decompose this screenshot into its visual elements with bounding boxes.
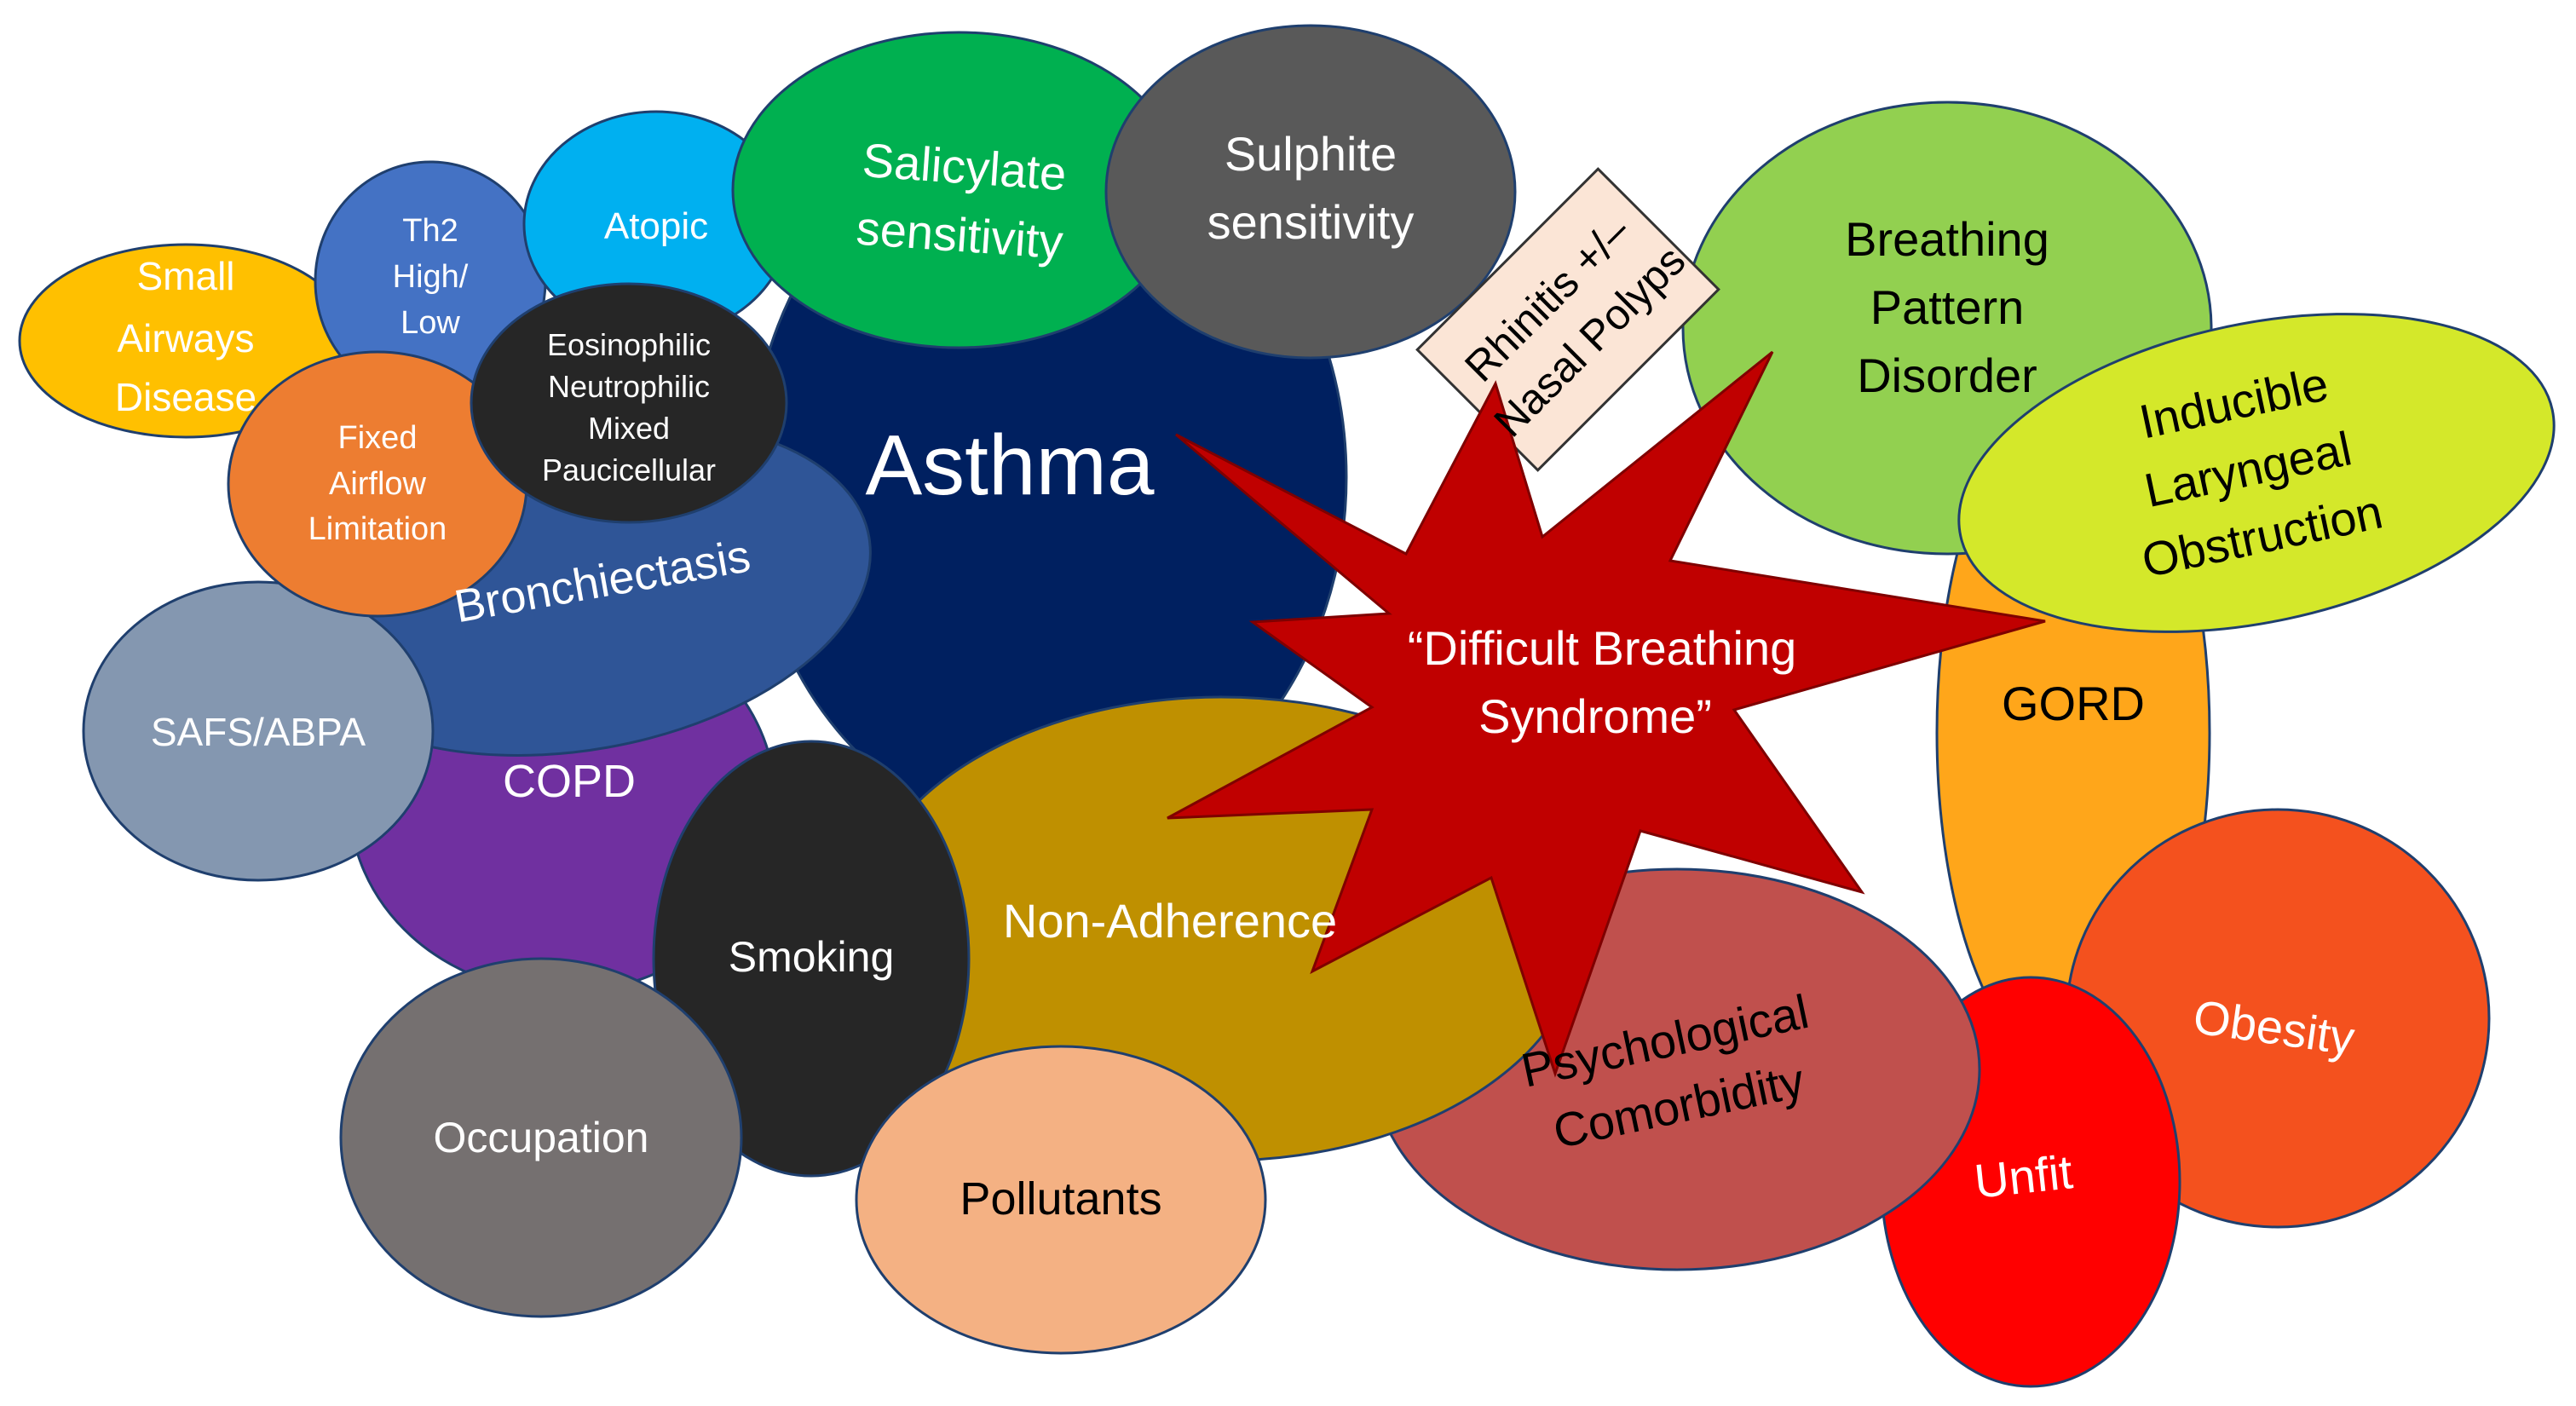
smoking-bubble: [652, 740, 971, 1178]
difficult-breathing-line2: Syndrome”: [1478, 689, 1712, 743]
th2-line3: Low: [401, 305, 460, 341]
sulphite-line1: Sulphite: [1225, 127, 1397, 181]
occupation-bubble: [339, 957, 743, 1318]
ilo-bubble: [1957, 313, 2556, 633]
atopic-label: Atopic: [604, 205, 708, 247]
inflammatory-line1: Eosinophilic: [547, 327, 711, 362]
inflammatory-phenotype-label: Eosinophilic Neutrophilic Mixed Paucicel…: [542, 327, 716, 487]
breathing-pattern-line2: Pattern: [1870, 280, 2025, 334]
inflammatory-line2: Neutrophilic: [548, 369, 710, 404]
gord-label: GORD: [2002, 677, 2145, 730]
th2-line2: High/: [393, 259, 469, 295]
small-airways-line1: Small: [136, 254, 234, 298]
pollutants-bubble: [855, 1045, 1267, 1355]
difficult-breathing-star: [1167, 350, 2046, 1078]
inflammatory-line4: Paucicellular: [542, 452, 716, 487]
unfit-label: Unfit: [1972, 1144, 2076, 1208]
sulphite-bubble: [1104, 24, 1517, 360]
difficult-breathing-line1: “Difficult Breathing: [1408, 621, 1797, 675]
inflammatory-phenotype-bubble: [470, 282, 788, 524]
small-airways-line2: Airways: [117, 316, 254, 360]
non-adherence-label: Non-Adherence: [1003, 894, 1337, 948]
inflammatory-line3: Mixed: [588, 411, 670, 446]
breathing-pattern-line1: Breathing: [1845, 212, 2049, 266]
fixed-airflow-line1: Fixed: [338, 420, 418, 456]
th2-label: Th2 High/ Low: [393, 213, 469, 341]
sulphite-label: Sulphite sensitivity: [1207, 127, 1415, 249]
th2-line1: Th2: [402, 213, 458, 249]
small-airways-label: Small Airways Disease: [115, 254, 256, 419]
smoking-label: Smoking: [729, 933, 895, 981]
asthma-label: Asthma: [865, 418, 1154, 513]
sulphite-line2: sensitivity: [1207, 195, 1415, 249]
fixed-airflow-label: Fixed Airflow Limitation: [308, 420, 447, 547]
safs-abpa-label: SAFS/ABPA: [151, 710, 366, 754]
fixed-airflow-line3: Limitation: [308, 511, 447, 547]
small-airways-line3: Disease: [115, 375, 256, 419]
breathing-pattern-line3: Disorder: [1857, 349, 2037, 402]
safs-abpa-bubble: [82, 580, 435, 882]
pollutants-label: Pollutants: [960, 1173, 1161, 1224]
difficult-breathing-label: “Difficult Breathing Syndrome”: [1408, 621, 1797, 743]
occupation-label: Occupation: [434, 1114, 649, 1161]
breathing-pattern-label: Breathing Pattern Disorder: [1845, 212, 2049, 402]
fixed-airflow-line2: Airflow: [329, 466, 427, 502]
copd-label: COPD: [503, 756, 636, 807]
